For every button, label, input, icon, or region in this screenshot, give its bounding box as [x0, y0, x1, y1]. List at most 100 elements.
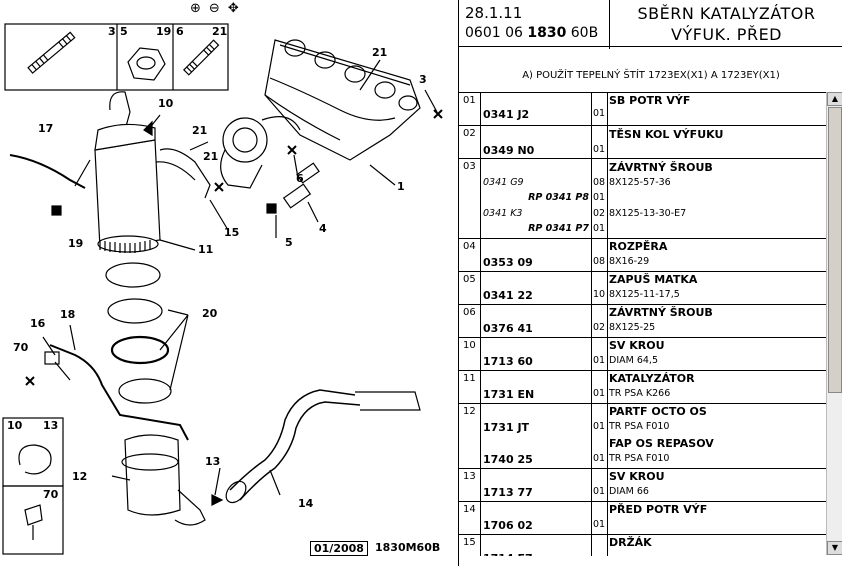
item-number-cell: 02 [459, 126, 481, 158]
row-text: ZAPUŠ MATKA [609, 273, 698, 286]
pan-icon[interactable]: ✥ [227, 1, 239, 16]
qty-cell: 02 [591, 305, 608, 337]
part-ref-cell: 0341 22 [481, 272, 592, 304]
row-text: 01 [593, 519, 606, 530]
part-ref-cell: 0353 09 [481, 239, 592, 271]
qty-cell: 10 [591, 272, 608, 304]
exploded-diagram [2, 23, 443, 555]
row-text: TR PSA F010 [609, 453, 670, 464]
qty-cell: 01 [591, 469, 608, 501]
callout-1: 1 [397, 180, 405, 193]
inset-label-3: 3 [108, 25, 116, 38]
callout-17: 17 [38, 122, 54, 135]
qty-cell: 01 [591, 371, 608, 403]
scroll-down-icon[interactable]: ▼ [827, 541, 842, 555]
callout-18: 18 [60, 308, 76, 321]
row-text: 08 [593, 177, 606, 188]
row-text: 1740 25 [483, 453, 533, 466]
row-text: TR PSA F010 [609, 421, 670, 432]
item-number: 14 [463, 504, 476, 515]
part-ref-cell: 1714 F7 [481, 535, 592, 556]
row-text: 1713 77 [483, 486, 533, 499]
table-row[interactable]: 151714 F7DRŽÁK [459, 535, 826, 556]
item-number: 13 [463, 471, 476, 482]
item-number: 11 [463, 373, 476, 384]
callout-3: 3 [419, 73, 427, 86]
row-text: 1731 JT [483, 421, 530, 434]
row-text: 01 [593, 355, 606, 366]
catalog-date: 28.1.11 [465, 4, 523, 22]
item-number: 12 [463, 406, 476, 417]
item-number-cell: 10 [459, 338, 481, 370]
item-number-cell: 06 [459, 305, 481, 337]
callout-21a: 21 [192, 124, 208, 137]
row-text: 0341 G9 [483, 177, 524, 188]
inset-label-19: 19 [156, 25, 172, 38]
zoom-out-icon[interactable]: ⊖ [208, 1, 220, 16]
row-text: RP 0341 P7 [528, 223, 589, 234]
scroll-up-icon[interactable]: ▲ [827, 92, 842, 106]
item-number-cell: 01 [459, 93, 481, 125]
row-text: 01 [593, 223, 606, 234]
parts-panel: 28.1.11 0601 06 1830 60B SBĚRN KATALYZÁT… [458, 0, 842, 566]
item-number: 03 [463, 161, 476, 172]
row-text: 01 [593, 108, 606, 119]
zoom-in-icon[interactable]: ⊕ [190, 1, 201, 16]
scrollbar[interactable]: ▲ ▼ [826, 92, 842, 555]
header-divider [459, 46, 842, 47]
row-text: 8X125-57-36 [609, 177, 671, 188]
row-text: 08 [593, 256, 606, 267]
row-text: PARTF OCTO OS [609, 405, 707, 418]
item-number: 05 [463, 274, 476, 285]
title-line-2: VÝFUK. PŘED [671, 25, 782, 44]
callout-15: 15 [224, 226, 240, 239]
row-text: 0349 N0 [483, 144, 535, 157]
row-text: 01 [593, 388, 606, 399]
scroll-thumb[interactable] [828, 107, 842, 393]
inset-label-70: 70 [43, 488, 59, 501]
row-text: 01 [593, 421, 606, 432]
row-text: 0376 41 [483, 322, 533, 335]
row-text: 8X16-29 [609, 256, 650, 267]
row-text: 0341 J2 [483, 108, 530, 121]
qty-cell: 08 [591, 239, 608, 271]
qty-cell: 01 01 [591, 404, 608, 468]
part-ref-cell: 1731 JT 1740 25 [481, 404, 592, 468]
diagram-date: 01/2008 [310, 541, 368, 556]
diagram-panel[interactable]: ⊕ ⊖ ✥ [0, 0, 457, 566]
callout-11: 11 [198, 243, 214, 256]
row-text: PŘED POTR VÝF [609, 503, 708, 516]
inset-label-21: 21 [212, 25, 228, 38]
row-text: 1714 F7 [483, 552, 533, 556]
row-text: SV KROU [609, 470, 665, 483]
row-text: 01 [593, 192, 606, 203]
row-text: ROZPĚRA [609, 240, 668, 253]
callout-10: 10 [158, 97, 174, 110]
qty-cell: 01 [591, 126, 608, 158]
catalog-code: 0601 06 1830 60B [465, 25, 598, 41]
item-number-cell: 03 [459, 159, 481, 238]
part-ref-cell: 1713 77 [481, 469, 592, 501]
row-text: ZÁVRTNÝ ŠROUB [609, 161, 713, 174]
callout-21b: 21 [203, 150, 219, 163]
row-text: 8X125-11-17,5 [609, 289, 680, 300]
callout-20: 20 [202, 307, 218, 320]
callout-70: 70 [13, 341, 29, 354]
item-number-cell: 14 [459, 502, 481, 534]
item-number: 04 [463, 241, 476, 252]
row-text: 01 [593, 453, 606, 464]
